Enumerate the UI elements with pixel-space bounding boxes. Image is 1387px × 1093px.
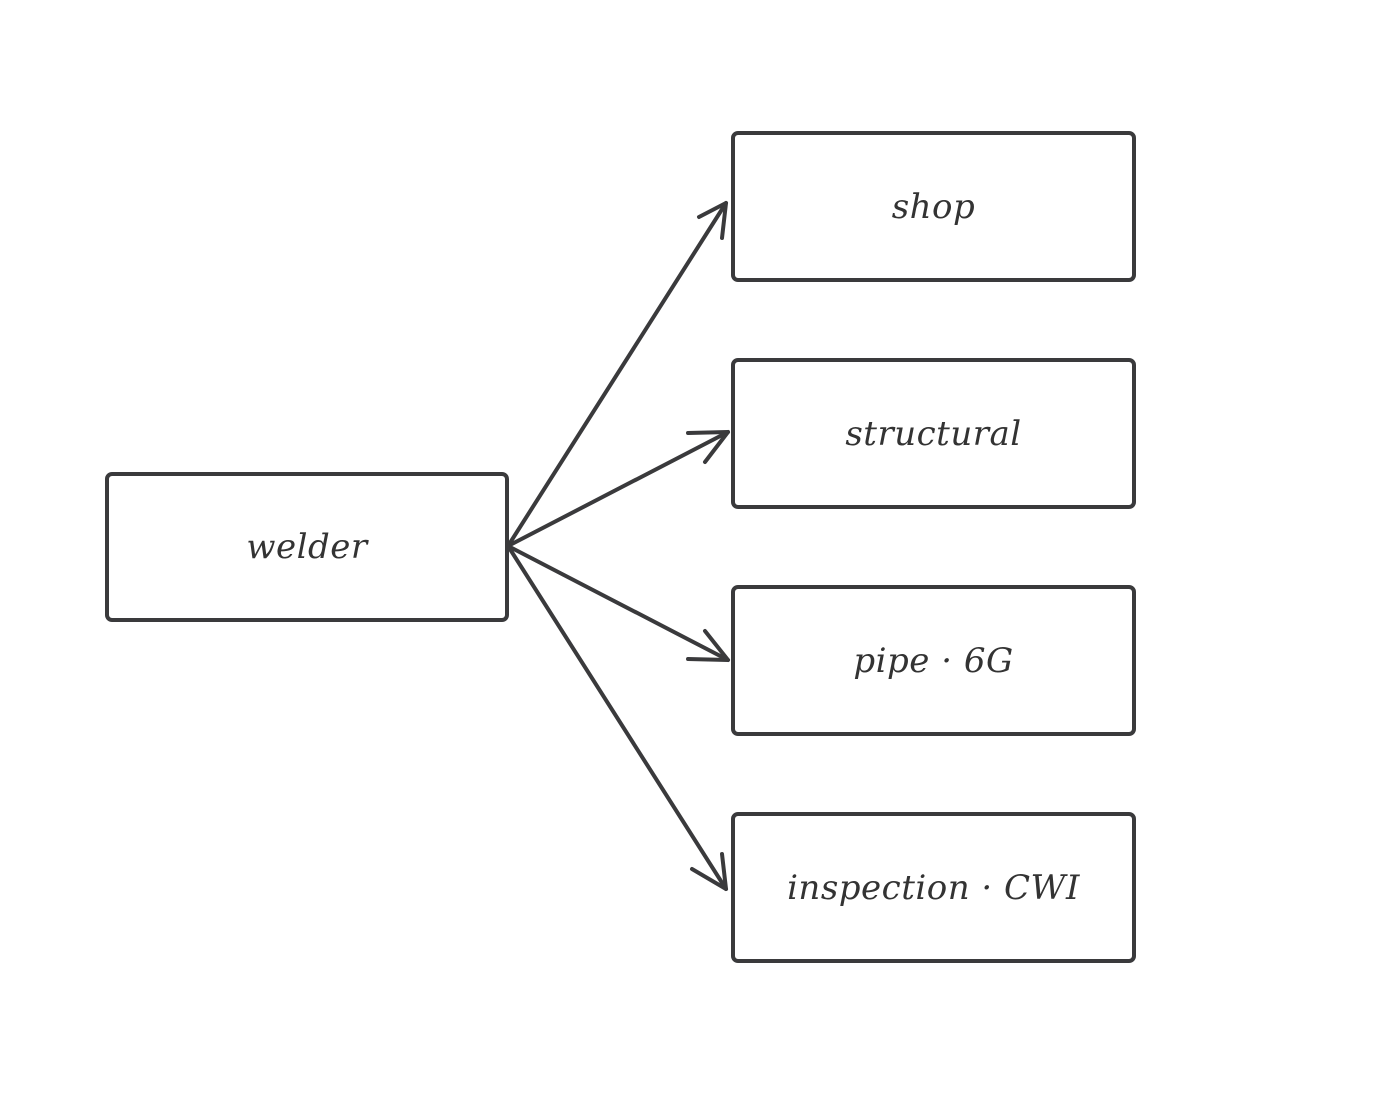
node-pipe-label: pipe · 6G [853, 640, 1014, 681]
node-structural[interactable]: structural [731, 358, 1136, 509]
node-structural-label: structural [845, 413, 1022, 454]
node-welder[interactable]: welder [105, 472, 509, 622]
connector-welder-inspection [506, 544, 728, 891]
connector-welder-shop [506, 201, 728, 548]
node-inspection[interactable]: inspection · CWI [731, 812, 1136, 963]
node-welder-label: welder [246, 527, 368, 567]
node-shop[interactable]: shop [731, 131, 1136, 282]
node-shop-label: shop [891, 186, 976, 227]
node-pipe[interactable]: pipe · 6G [731, 585, 1136, 736]
node-inspection-label: inspection · CWI [787, 867, 1080, 908]
connector-welder-pipe [506, 544, 730, 662]
connector-welder-structural [506, 430, 730, 548]
